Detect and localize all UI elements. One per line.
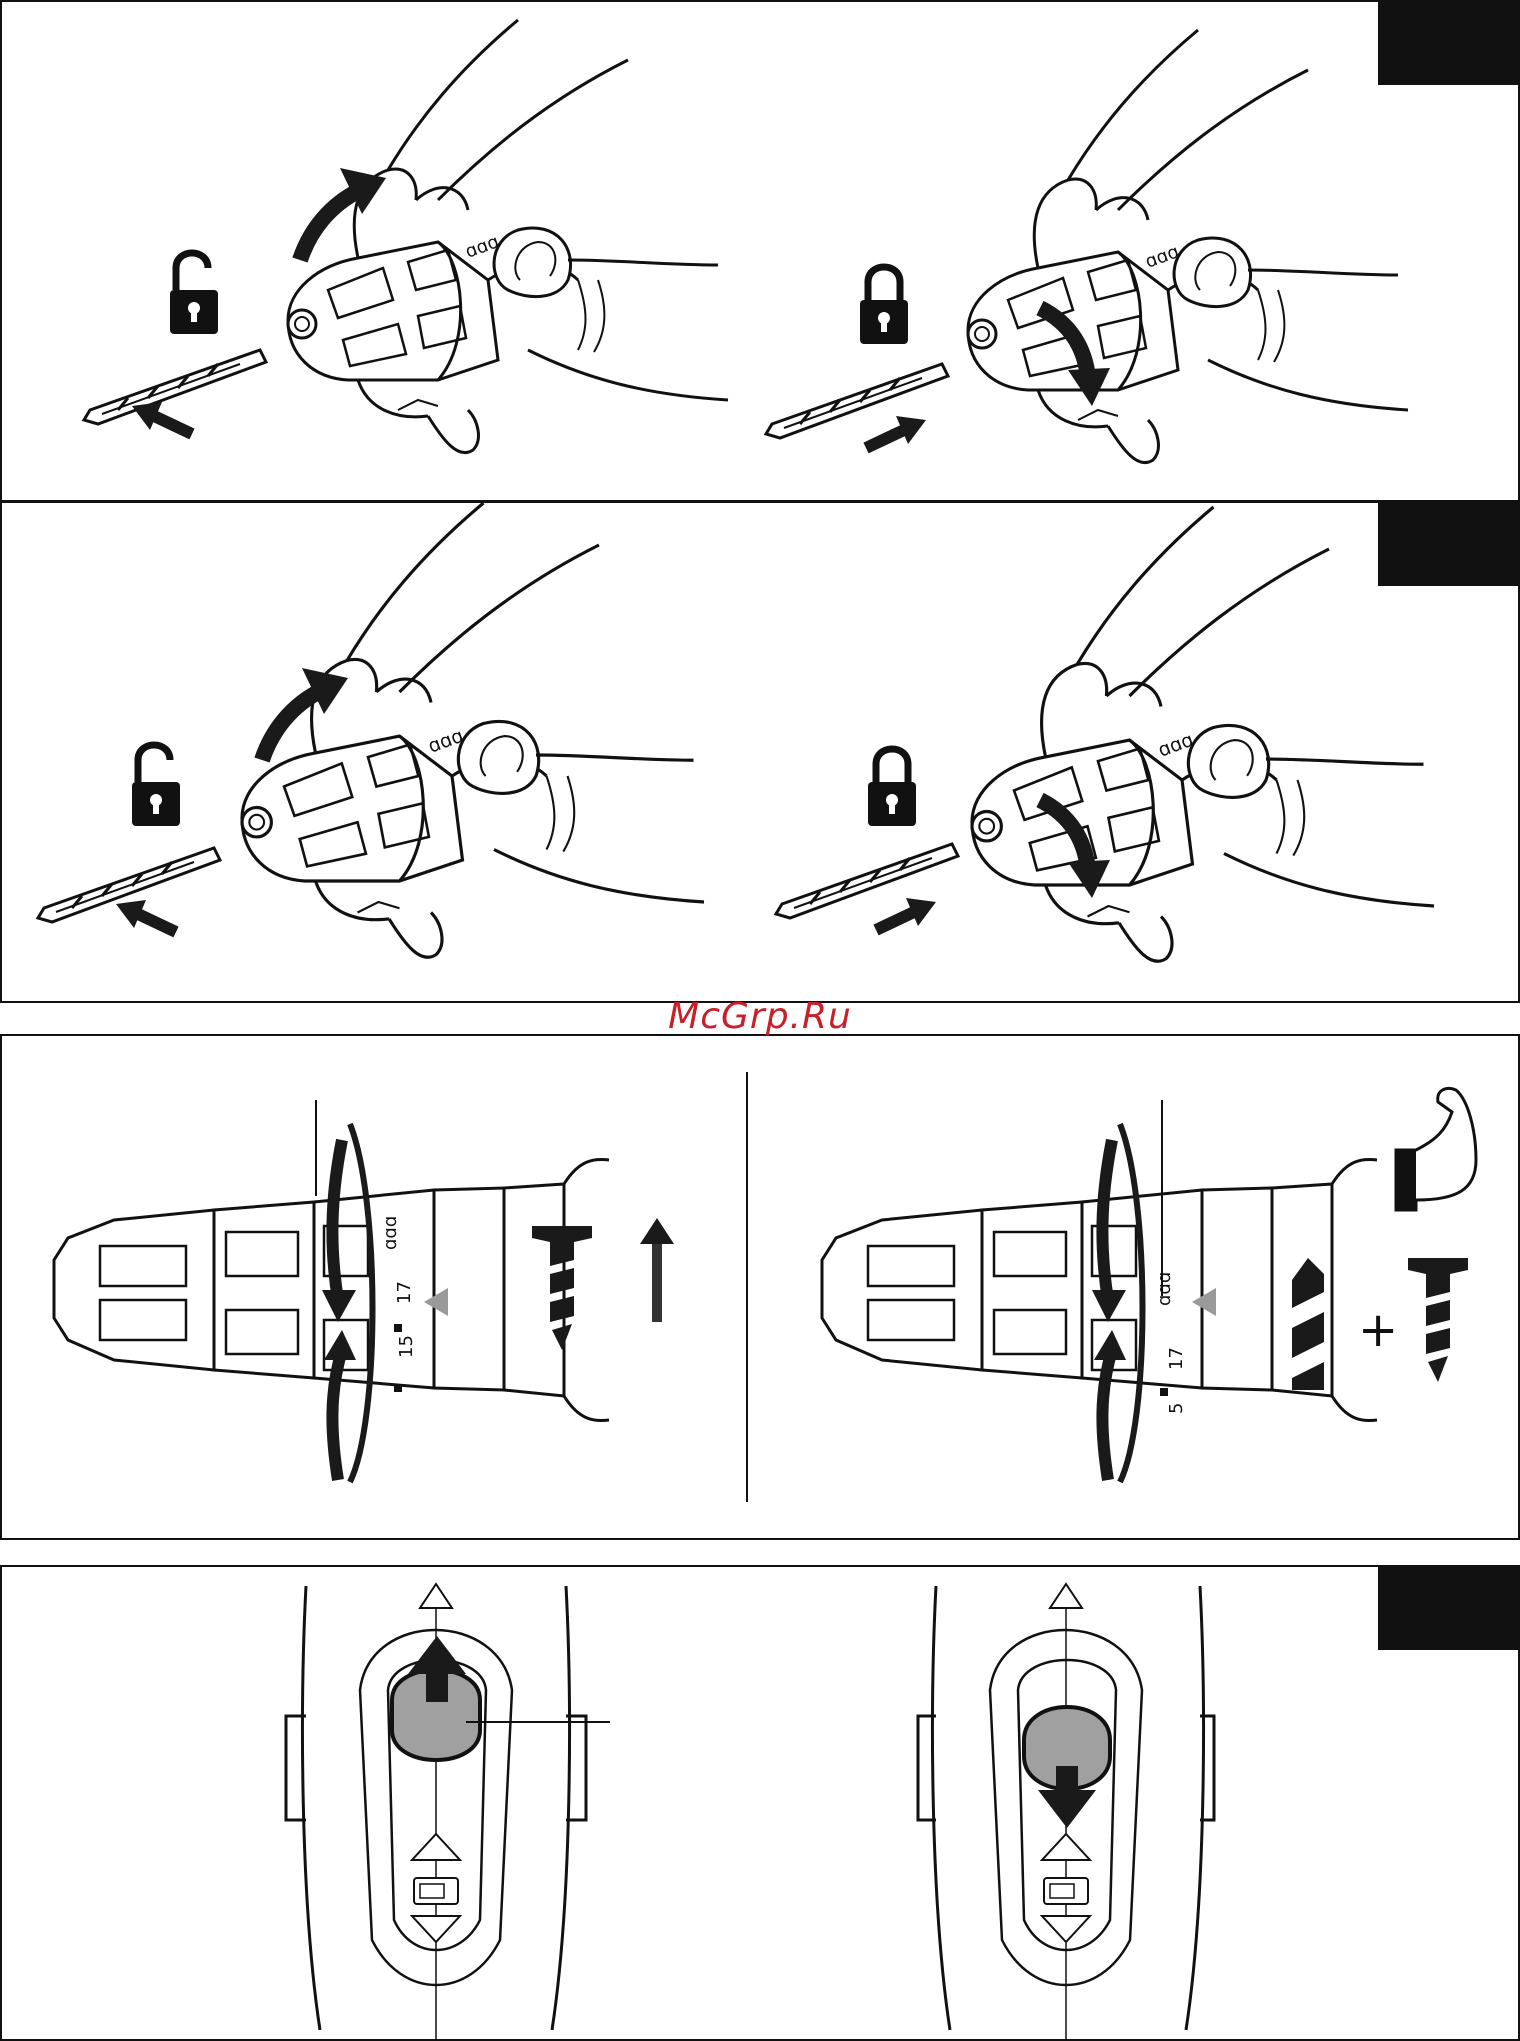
scale-mark-15: 15 [396, 1335, 417, 1358]
plus-icon: + [1358, 1302, 1398, 1358]
screw-icon [1408, 1258, 1468, 1382]
section-tab [1378, 1566, 1519, 1650]
screw-icon [532, 1226, 592, 1350]
panel-keyless-chuck-small [1, 502, 1519, 1002]
lock-icon [860, 267, 908, 344]
tool-top-view-high [286, 1584, 610, 2040]
scale-mark-17: 17 [1166, 1347, 1187, 1370]
svg-text:ɑɑɑ: ɑɑɑ [1154, 1272, 1175, 1306]
direction-arrow-icon [640, 1218, 674, 1322]
watermark: McGrp.Ru [0, 996, 1520, 1037]
svg-text:ɑɑɑ: ɑɑɑ [380, 1216, 401, 1250]
section-tab [1378, 1, 1519, 85]
lock-icon [868, 749, 916, 826]
scale-mark-17: 17 [394, 1281, 415, 1304]
push-in-arrow-icon [866, 416, 926, 448]
pull-out-arrow-icon [116, 900, 176, 932]
scale-mark-5: 5 [1166, 1403, 1187, 1414]
push-in-arrow-icon [876, 898, 936, 930]
unlock-icon [170, 253, 218, 334]
section-tab [1378, 502, 1519, 586]
strength-arm-icon [1396, 1089, 1476, 1211]
rotate-open-arrow-icon [262, 668, 348, 760]
drill-bit-icon [1292, 1258, 1324, 1390]
rotate-open-arrow-icon [300, 168, 386, 260]
panel-torque-setting: ɑɑɑ 17 15 ɑɑɑ 17 5 + [1, 1035, 1519, 1539]
tool-top-view-low [918, 1584, 1214, 2040]
panel-keyless-chuck-large [1, 1, 1519, 501]
pull-out-arrow-icon [132, 402, 192, 434]
panel-speed-switch [1, 1566, 1519, 2040]
drill-bit-icon [84, 350, 266, 424]
unlock-icon [132, 745, 180, 826]
